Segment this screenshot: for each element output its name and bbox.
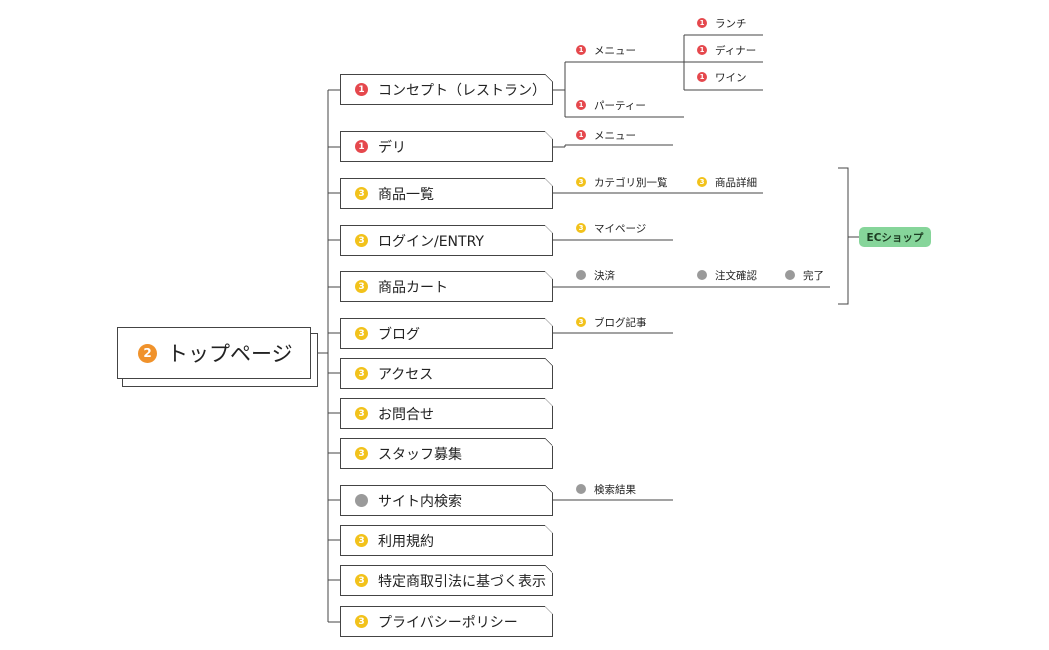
priority-3-badge: 3 — [355, 280, 368, 293]
leaf-wine[interactable]: 1 ワイン — [697, 70, 747, 84]
node-label: ブログ — [378, 326, 420, 343]
node-cart[interactable]: 3 商品カート — [340, 271, 553, 302]
leaf-dinner[interactable]: 1 ディナー — [697, 43, 756, 57]
leaf-deli-menu[interactable]: 1 メニュー — [576, 128, 636, 142]
leaf-label: メニュー — [594, 44, 636, 57]
node-concept[interactable]: 1 コンセプト（レストラン） — [340, 74, 553, 105]
node-label: お問合せ — [378, 406, 434, 423]
node-label: サイト内検索 — [378, 493, 462, 510]
node-label: 商品一覧 — [378, 186, 434, 203]
ec-shop-label[interactable]: ECショップ — [859, 227, 931, 247]
node-tokusho[interactable]: 3 特定商取引法に基づく表示 — [340, 565, 553, 596]
priority-1-badge: 1 — [576, 130, 586, 140]
leaf-label: 決済 — [594, 269, 615, 282]
gray-status-dot — [576, 270, 586, 280]
node-access[interactable]: 3 アクセス — [340, 358, 553, 389]
node-product-list[interactable]: 3 商品一覧 — [340, 178, 553, 209]
priority-3-badge: 3 — [355, 327, 368, 340]
leaf-label: 完了 — [803, 269, 824, 282]
node-label: デリ — [378, 139, 406, 156]
node-terms[interactable]: 3 利用規約 — [340, 525, 553, 556]
leaf-label: 検索結果 — [594, 483, 636, 496]
priority-1-badge: 1 — [697, 18, 707, 28]
leaf-blog-article[interactable]: 3 ブログ記事 — [576, 315, 647, 329]
priority-3-badge: 3 — [576, 223, 586, 233]
priority-1-badge: 1 — [576, 45, 586, 55]
node-privacy[interactable]: 3 プライバシーポリシー — [340, 606, 553, 637]
node-recruit[interactable]: 3 スタッフ募集 — [340, 438, 553, 469]
leaf-label: メニュー — [594, 129, 636, 142]
priority-3-badge: 3 — [576, 317, 586, 327]
priority-3-badge: 3 — [355, 534, 368, 547]
leaf-label: 注文確認 — [715, 269, 757, 282]
gray-status-dot — [697, 270, 707, 280]
leaf-label: ディナー — [715, 44, 757, 57]
gray-status-dot — [355, 494, 368, 507]
node-deli[interactable]: 1 デリ — [340, 131, 553, 162]
priority-1-badge: 1 — [697, 45, 707, 55]
leaf-product-detail[interactable]: 3 商品詳細 — [697, 175, 757, 189]
node-label: アクセス — [378, 366, 434, 383]
priority-3-badge: 3 — [576, 177, 586, 187]
leaf-label: マイページ — [594, 222, 647, 235]
leaf-label: 商品詳細 — [715, 176, 757, 189]
priority-3-badge: 3 — [355, 574, 368, 587]
leaf-complete[interactable]: 完了 — [785, 268, 824, 282]
node-label: 特定商取引法に基づく表示 — [378, 573, 546, 590]
priority-1-badge: 1 — [697, 72, 707, 82]
leaf-search-results[interactable]: 検索結果 — [576, 482, 636, 496]
leaf-concept-party[interactable]: 1 パーティー — [576, 98, 646, 112]
node-contact[interactable]: 3 お問合せ — [340, 398, 553, 429]
priority-3-badge: 3 — [355, 615, 368, 628]
priority-3-badge: 3 — [355, 367, 368, 380]
leaf-label: ブログ記事 — [594, 316, 647, 329]
node-label: コンセプト（レストラン） — [378, 82, 546, 99]
priority-1-badge: 1 — [576, 100, 586, 110]
priority-3-badge: 3 — [355, 407, 368, 420]
leaf-concept-menu[interactable]: 1 メニュー — [576, 43, 636, 57]
leaf-lunch[interactable]: 1 ランチ — [697, 16, 747, 30]
priority-2-badge: 2 — [138, 343, 157, 363]
node-label: 利用規約 — [378, 533, 434, 550]
leaf-label: パーティー — [594, 99, 646, 112]
leaf-label: ランチ — [715, 17, 747, 30]
root-label: トップページ — [167, 342, 293, 366]
gray-status-dot — [785, 270, 795, 280]
leaf-label: カテゴリ別一覧 — [594, 176, 668, 189]
priority-1-badge: 1 — [355, 83, 368, 96]
node-blog[interactable]: 3 ブログ — [340, 318, 553, 349]
node-label: 商品カート — [378, 279, 448, 296]
node-site-search[interactable]: サイト内検索 — [340, 485, 553, 516]
node-label: プライバシーポリシー — [378, 614, 518, 631]
leaf-order-confirm[interactable]: 注文確認 — [697, 268, 757, 282]
gray-status-dot — [576, 484, 586, 494]
priority-3-badge: 3 — [355, 234, 368, 247]
root-node-top-page[interactable]: 2 トップページ — [117, 327, 311, 379]
priority-3-badge: 3 — [355, 447, 368, 460]
node-login[interactable]: 3 ログイン/ENTRY — [340, 225, 553, 256]
leaf-label: ワイン — [715, 71, 747, 84]
leaf-mypage[interactable]: 3 マイページ — [576, 221, 646, 235]
node-label: スタッフ募集 — [378, 446, 462, 463]
leaf-payment[interactable]: 決済 — [576, 268, 615, 282]
node-label: ログイン/ENTRY — [378, 233, 484, 250]
priority-3-badge: 3 — [355, 187, 368, 200]
leaf-category-list[interactable]: 3 カテゴリ別一覧 — [576, 175, 668, 189]
priority-3-badge: 3 — [697, 177, 707, 187]
priority-1-badge: 1 — [355, 140, 368, 153]
